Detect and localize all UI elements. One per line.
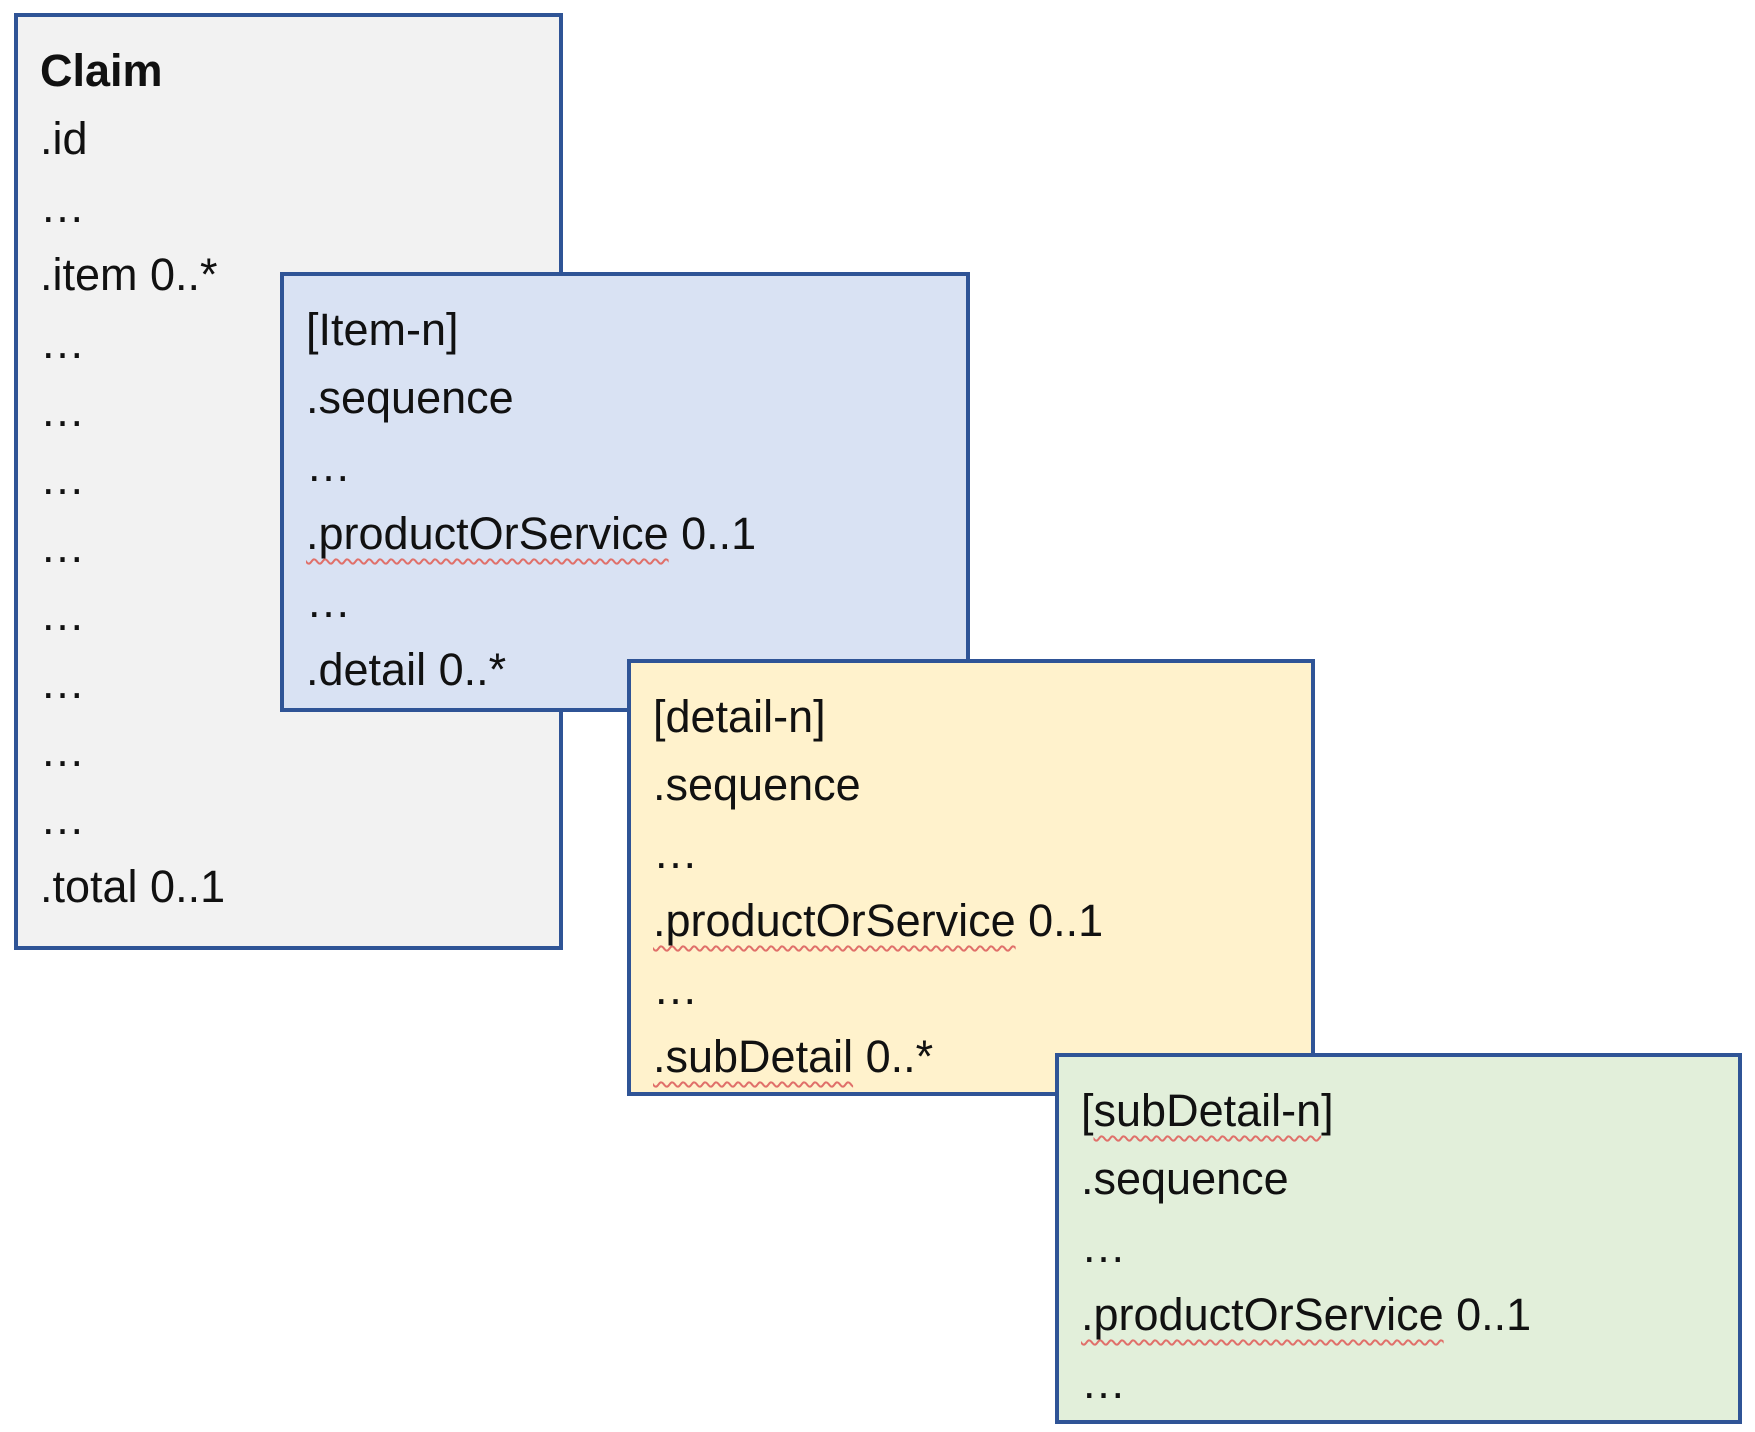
misspelled-word: .subDetail — [653, 1031, 854, 1082]
item-box-title: [Item-n] — [306, 296, 950, 364]
text-segment: 0..1 — [1015, 895, 1104, 946]
field-line: .item 0..* — [40, 241, 543, 309]
field-line: .productOrService 0..1 — [306, 500, 950, 568]
field-line: … — [40, 309, 543, 377]
text-segment: [detail-n] — [653, 691, 826, 742]
field-line: … — [306, 432, 950, 500]
claim-box-fields: .id … .item 0..* … … … … … … … … .total 0..1 — [40, 105, 543, 921]
field-line: .total 0..1 — [40, 853, 543, 921]
text-segment: … — [40, 453, 85, 504]
text-segment: .sequence — [306, 372, 514, 423]
text-segment: 0..1 — [1443, 1289, 1532, 1340]
text-segment: .total 0..1 — [40, 861, 226, 912]
text-segment: … — [306, 440, 351, 491]
detail-box-title: [detail-n] — [653, 683, 1295, 751]
claim-box-title: Claim — [40, 37, 543, 105]
text-segment: … — [40, 793, 85, 844]
text-segment: … — [40, 181, 85, 232]
field-line: .sequence — [306, 364, 950, 432]
text-segment: .sequence — [653, 759, 861, 810]
item-box-fields: .sequence … .productOrService 0..1 … .detail… — [306, 364, 950, 704]
field-line: .sequence — [1081, 1145, 1722, 1213]
text-segment: … — [1081, 1357, 1126, 1408]
text-segment: 0..* — [853, 1031, 934, 1082]
field-line: … — [40, 785, 543, 853]
field-line: .detail 0..* — [306, 636, 950, 704]
text-segment: ] — [1321, 1085, 1334, 1136]
subdetail-box-title: [subDetail-n] — [1081, 1077, 1722, 1145]
field-line: … — [40, 173, 543, 241]
field-line: … — [653, 955, 1295, 1023]
text-segment: … — [306, 576, 351, 627]
field-line: … — [40, 581, 543, 649]
field-line: … — [40, 377, 543, 445]
field-line: … — [1081, 1213, 1722, 1281]
field-line: … — [40, 513, 543, 581]
field-line: … — [306, 568, 950, 636]
text-segment: 0..1 — [668, 508, 757, 559]
field-line: … — [1081, 1349, 1722, 1417]
field-line: … — [40, 445, 543, 513]
detail-box: [detail-n] .sequence … .productOrService 0… — [627, 659, 1315, 1096]
text-segment: … — [40, 589, 85, 640]
field-line: .productOrService 0..1 — [1081, 1281, 1722, 1349]
text-segment: [ — [1081, 1085, 1094, 1136]
subdetail-box: [subDetail-n] .sequence … .productOrServic… — [1055, 1053, 1742, 1424]
field-line: .sequence — [653, 751, 1295, 819]
field-line: … — [40, 717, 543, 785]
text-segment: … — [40, 521, 85, 572]
text-segment: … — [1081, 1221, 1126, 1272]
field-line: .id — [40, 105, 543, 173]
field-line: … — [40, 649, 543, 717]
detail-box-fields: .sequence … .productOrService 0..1 … .subDet… — [653, 751, 1295, 1091]
text-segment: … — [40, 725, 85, 776]
field-line: .subDetail 0..* — [653, 1023, 1295, 1091]
misspelled-word: .productOrService — [1081, 1289, 1444, 1340]
text-segment: … — [653, 827, 698, 878]
text-segment: … — [40, 385, 85, 436]
text-segment: … — [653, 963, 698, 1014]
text-segment: .sequence — [1081, 1153, 1289, 1204]
text-segment: .detail 0..* — [306, 644, 507, 695]
text-segment: … — [40, 657, 85, 708]
text-segment: .id — [40, 113, 88, 164]
misspelled-word: subDetail-n — [1093, 1085, 1322, 1136]
item-box: [Item-n] .sequence … .productOrService 0..… — [280, 272, 970, 712]
misspelled-word: .productOrService — [653, 895, 1016, 946]
field-line: … — [653, 819, 1295, 887]
subdetail-box-fields: .sequence … .productOrService 0..1 … — [1081, 1145, 1722, 1417]
field-line: .productOrService 0..1 — [653, 887, 1295, 955]
misspelled-word: .productOrService — [306, 508, 669, 559]
text-segment: … — [40, 317, 85, 368]
text-segment: [Item-n] — [306, 304, 459, 355]
text-segment: Claim — [40, 45, 163, 96]
text-segment: .item 0..* — [40, 249, 218, 300]
